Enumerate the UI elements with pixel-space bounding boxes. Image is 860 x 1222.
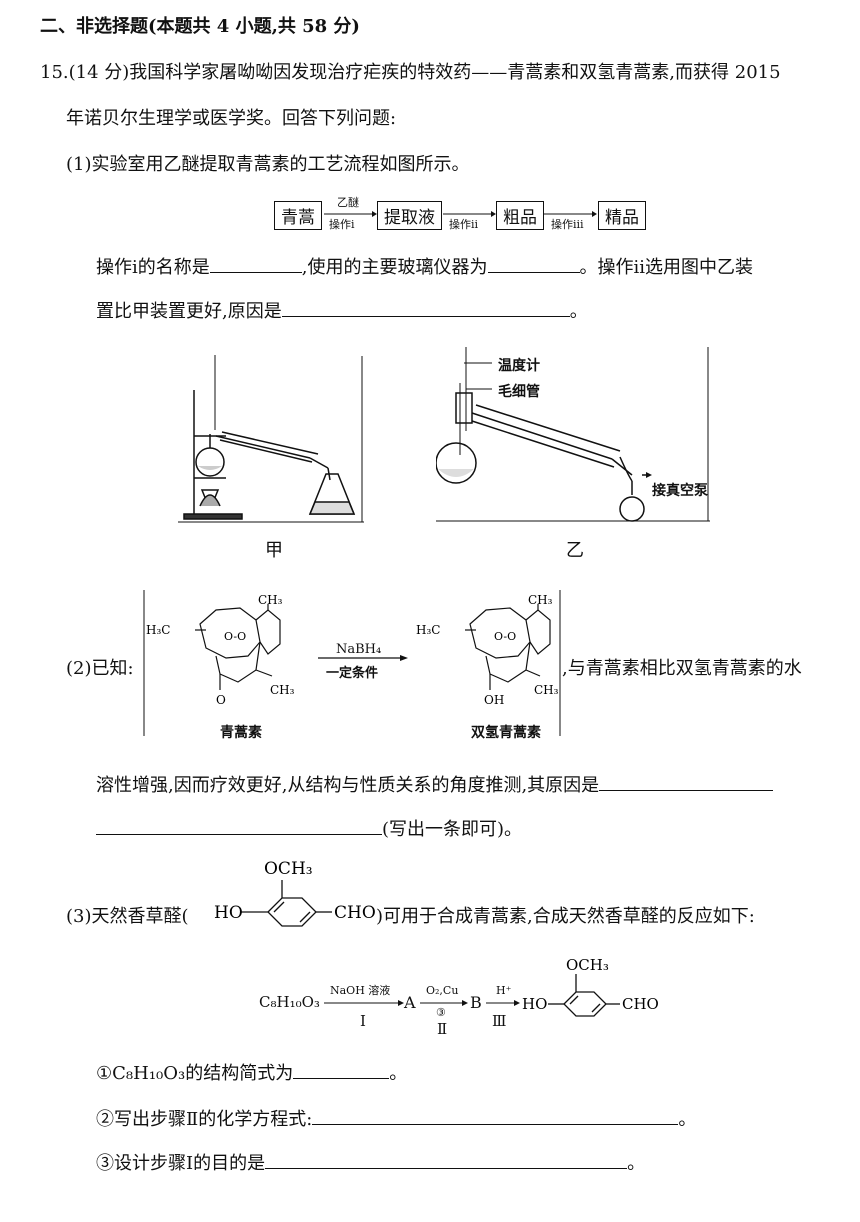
label-capillary: 毛细管 [498, 384, 540, 400]
synth-start: C₈H₁₀O₃ [259, 993, 320, 1011]
flow-arrow-3 [544, 211, 597, 217]
flow-arrow-1 [324, 211, 377, 217]
q15-part1-question-line1: 操作ⅰ的名称是,使用的主要玻璃仪器为。操作ⅱ选用图中乙装 [96, 254, 753, 281]
q15-part3-suffix: )可用于合成青蒿素,合成天然香草醛的反应如下: [376, 906, 755, 927]
peroxide-left: O-O [224, 630, 246, 643]
synth-product-vanillin: HO CHO OCH₃ [522, 956, 659, 1017]
synth-r1-bottom: Ⅰ [360, 1012, 366, 1030]
reagent-nabh4: NaBH₄ [336, 642, 382, 657]
flow-arrow-3-bottom: 操作ⅲ [551, 218, 584, 231]
q15-sub1: ①C₈H₁₀O₃的结构简式为。 [96, 1060, 407, 1087]
synth-arrow-3 [486, 1000, 520, 1006]
apparatus-yi-label: 乙 [566, 540, 584, 561]
synth-r2-bottom: Ⅱ [437, 1020, 448, 1038]
ch3-bottom-left: CH₃ [270, 683, 295, 697]
synth-arrow-1 [324, 1000, 404, 1006]
synth-arrow-2 [420, 1000, 468, 1006]
ketone-o: O [216, 693, 226, 707]
synth-r3-top: H⁺ [496, 984, 512, 997]
ch3-top-right: CH₃ [528, 593, 553, 607]
q15-sub3: ③设计步骤Ⅰ的目的是。 [96, 1150, 645, 1177]
name-artemisinin: 青蒿素 [220, 725, 262, 741]
product-ho: HO [522, 995, 547, 1013]
reagent-condition: 一定条件 [326, 666, 379, 681]
apparatus-jia-illustration [178, 355, 364, 523]
vanillin-och3: OCH₃ [264, 859, 313, 879]
h3c-right: H₃C [416, 623, 440, 637]
q15-intro-line1: 15.(14 分)我国科学家屠呦呦因发现治疗疟疾的特效药——青蒿素和双氢青蒿素,… [40, 62, 781, 83]
synth-r1-top: NaOH 溶液 [330, 984, 391, 997]
flow-arrow-1-top: 乙醚 [337, 196, 359, 209]
flow-arrow-2 [443, 211, 496, 217]
q15-part3-prefix: (3)天然香草醛( [66, 906, 189, 927]
product-cho: CHO [622, 995, 659, 1013]
answer-blank-operation-name[interactable] [209, 254, 302, 273]
q15-part2-prefix: (2)已知: [66, 658, 134, 679]
vanillin-structure: HO CHO OCH₃ [214, 859, 376, 927]
synth-r3-bottom: Ⅲ [492, 1012, 507, 1030]
ch3-bottom-right: CH₃ [534, 683, 559, 697]
apparatus-jia-label: 甲 [265, 540, 283, 561]
flow-box-extract: 提取液 [377, 201, 442, 230]
q15-sub2: ②写出步骤Ⅱ的化学方程式:。 [96, 1106, 696, 1133]
vanillin-cho: CHO [334, 903, 376, 923]
q15-part1-line: (1)实验室用乙醚提取青蒿素的工艺流程如图所示。 [66, 154, 470, 175]
synth-b: B [470, 993, 482, 1012]
answer-blank-glassware[interactable] [487, 254, 580, 273]
flow-arrow-1-bottom: 操作ⅰ [329, 218, 355, 231]
product-och3: OCH₃ [566, 956, 609, 974]
hydroxyl-oh: OH [484, 693, 504, 707]
answer-blank-structure[interactable] [293, 1060, 390, 1079]
answer-blank-reason[interactable] [281, 298, 570, 317]
vanillin-ho: HO [214, 903, 243, 923]
synth-r2-mid: ③ [436, 1006, 446, 1019]
ch3-top-left: CH₃ [258, 593, 283, 607]
answer-blank-solubility-reason-2[interactable] [96, 816, 382, 835]
flow-box-crude: 粗品 [496, 201, 544, 230]
flow-box-refined: 精品 [598, 201, 646, 230]
flow-box-qinghao: 青蒿 [274, 201, 322, 230]
synth-a: A [404, 993, 416, 1012]
label-thermometer: 温度计 [498, 358, 540, 374]
flow-arrow-2-bottom: 操作ⅱ [449, 218, 479, 231]
answer-blank-solubility-reason-1[interactable] [599, 772, 774, 791]
h3c-left: H₃C [146, 623, 170, 637]
apparatus-yi-illustration [436, 347, 710, 522]
label-vacuum-pump: 接真空泵 [652, 483, 708, 499]
synth-r2-top: O₂,Cu [426, 984, 459, 997]
peroxide-right: O-O [494, 630, 516, 643]
reaction-scheme-artemisinin: CH₃ H₃C CH₃ O O-O CH₃ H₃C CH₃ OH O-O [143, 590, 561, 736]
q15-intro-line2: 年诺贝尔生理学或医学奖。回答下列问题: [66, 108, 397, 129]
q15-part2-suffix: ,与青蒿素相比双氢青蒿素的水 [562, 658, 802, 679]
name-dihydroartemisinin: 双氢青蒿素 [471, 725, 541, 741]
section-title: 二、非选择题(本题共 4 小题,共 58 分) [40, 16, 360, 37]
answer-blank-purpose[interactable] [265, 1150, 628, 1169]
answer-blank-equation[interactable] [312, 1106, 679, 1125]
q15-part2-line3: (写出一条即可)。 [96, 816, 522, 843]
q15-part1-question-line2: 置比甲装置更好,原因是。 [96, 298, 588, 325]
q15-part2-line2: 溶性增强,因而疗效更好,从结构与性质关系的角度推测,其原因是 [96, 772, 774, 799]
